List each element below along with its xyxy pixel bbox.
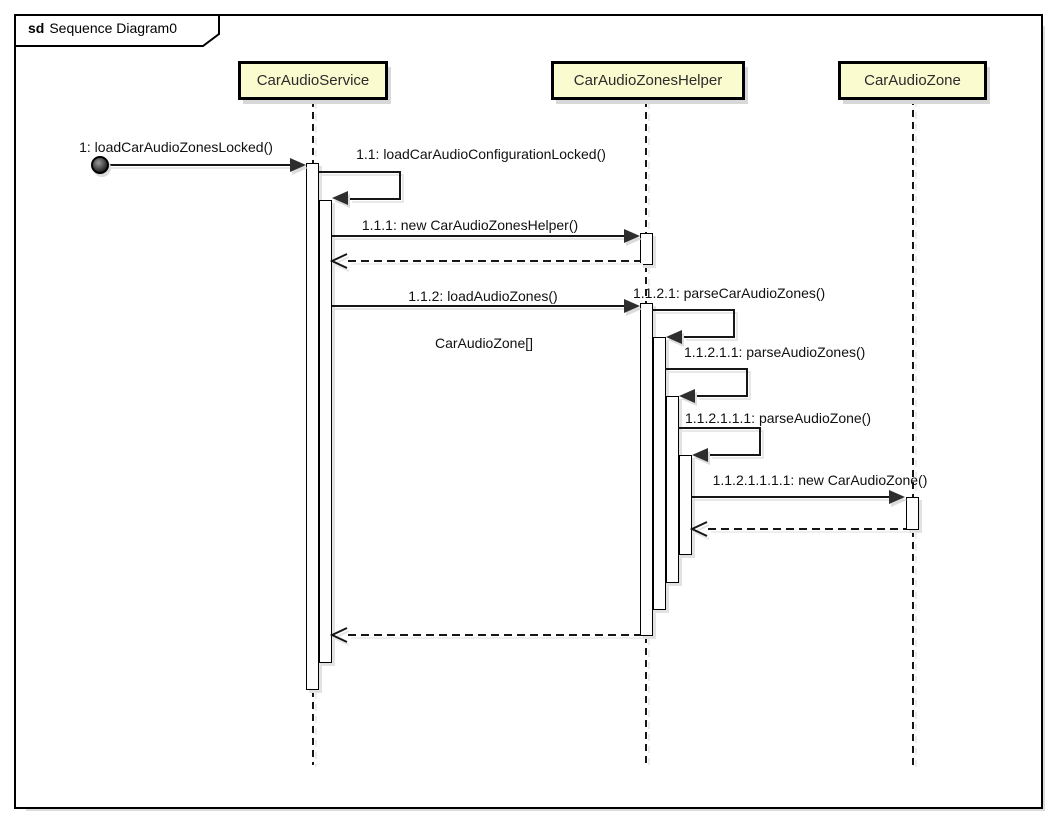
return-value-label: CarAudioZone[] xyxy=(434,335,534,351)
lifeline-head-caraudioservice: CarAudioService xyxy=(238,61,388,100)
message-line-1-1-2 xyxy=(332,305,624,307)
activation-helper-1 xyxy=(640,303,653,636)
lifeline-zone-upper xyxy=(912,98,914,497)
activation-helper-3 xyxy=(666,396,679,583)
message-line-1 xyxy=(107,164,291,166)
lifeline-helper-lower xyxy=(645,636,647,765)
activation-helper-4 xyxy=(679,455,692,555)
return-line xyxy=(348,634,640,636)
frame-keyword: sd xyxy=(28,20,45,36)
self-message-bottom xyxy=(709,454,761,456)
self-message-bottom xyxy=(683,336,735,338)
sync-arrowhead-icon xyxy=(624,299,640,313)
return-arrowhead-icon xyxy=(690,521,708,537)
self-message-top xyxy=(678,427,761,429)
lifeline-name: CarAudioZonesHelper xyxy=(573,72,723,89)
frame-title-text: Sequence Diagram0 xyxy=(49,20,177,36)
self-message-top xyxy=(319,171,401,173)
message-line-1-1-1 xyxy=(332,235,624,237)
return-line xyxy=(348,260,640,262)
lifeline-zone-lower xyxy=(912,530,914,765)
activation-service-1 xyxy=(306,163,319,690)
frame-title-pentagon xyxy=(14,14,220,47)
self-message-right xyxy=(733,309,735,338)
sync-arrowhead-icon xyxy=(290,158,306,172)
return-arrowhead-icon xyxy=(330,253,348,269)
self-message-right xyxy=(399,171,401,200)
sync-arrowhead-icon xyxy=(332,191,348,205)
message-label-1-1-2-1-1: 1.1.2.1.1: parseAudioZones() xyxy=(684,344,866,360)
lifeline-helper-upper xyxy=(645,100,647,233)
lifeline-service-lower xyxy=(312,690,314,765)
message-label-1-1-2-1-1-1-1: 1.1.2.1.1.1.1: new CarAudioZone() xyxy=(712,472,928,488)
message-line-1-1-2-1-1-1-1 xyxy=(692,496,889,498)
sync-arrowhead-icon xyxy=(624,229,640,243)
sync-arrowhead-icon xyxy=(692,448,708,462)
message-label-1-1-1: 1.1.1: new CarAudioZonesHelper() xyxy=(361,217,579,233)
lifeline-service-upper xyxy=(312,100,314,163)
sync-arrowhead-icon xyxy=(666,330,682,344)
self-message-right xyxy=(759,427,761,456)
activation-service-2 xyxy=(319,200,332,663)
lifeline-head-caraudiozone: CarAudioZone xyxy=(838,61,987,100)
lifeline-helper-mid xyxy=(645,265,647,303)
self-message-top xyxy=(665,368,748,370)
activation-zone-1 xyxy=(906,497,919,530)
self-message-bottom xyxy=(349,198,401,200)
return-line xyxy=(708,528,906,530)
lifeline-name: CarAudioZone xyxy=(864,72,961,89)
self-message-top xyxy=(652,309,735,311)
self-message-bottom xyxy=(696,395,748,397)
message-label-1-1-2-1: 1.1.2.1: parseCarAudioZones() xyxy=(633,285,826,301)
lifeline-name: CarAudioService xyxy=(256,72,370,89)
sync-arrowhead-icon xyxy=(889,490,905,504)
message-label-1-1-2: 1.1.2: loadAudioZones() xyxy=(408,288,558,304)
activation-helper-2 xyxy=(653,337,666,610)
message-label-1-1: 1.1: loadCarAudioConfigurationLocked() xyxy=(356,146,606,162)
diagram-frame xyxy=(14,14,1043,809)
message-label-1-1-2-1-1-1: 1.1.2.1.1.1: parseAudioZone() xyxy=(685,410,872,426)
lifeline-head-caraudiozoneshelper: CarAudioZonesHelper xyxy=(551,61,745,100)
activation-helper-new xyxy=(640,233,653,265)
return-arrowhead-icon xyxy=(330,627,348,643)
message-label-1: 1: loadCarAudioZonesLocked() xyxy=(79,139,273,155)
found-message-circle xyxy=(91,156,109,174)
self-message-right xyxy=(746,368,748,397)
sync-arrowhead-icon xyxy=(679,389,695,403)
